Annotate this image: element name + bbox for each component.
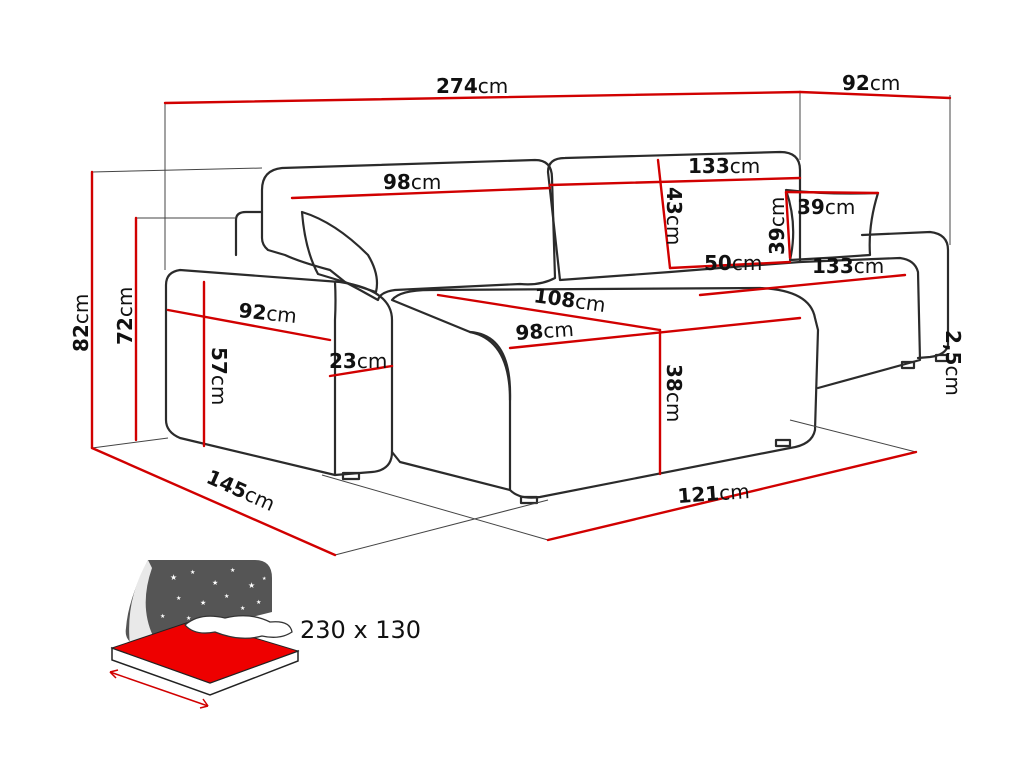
stars: ★ ★ ★ ★ ★ ★ ★ ★ ★ ★ ★ ★ ★ bbox=[160, 567, 267, 622]
chaise-base bbox=[390, 450, 512, 492]
armrest-edge bbox=[333, 280, 337, 477]
dim-line-133-back bbox=[548, 176, 802, 187]
svg-text:★: ★ bbox=[240, 605, 245, 612]
bed-size-label: 230 x 130 bbox=[300, 616, 421, 644]
label-274: 274cm bbox=[436, 74, 508, 98]
leg-2 bbox=[519, 495, 539, 505]
back-cushion-right bbox=[546, 150, 802, 282]
dim-line-23 bbox=[328, 364, 394, 378]
svg-text:★: ★ bbox=[230, 567, 235, 574]
dim-line-133-seat bbox=[698, 273, 907, 297]
svg-text:★: ★ bbox=[256, 599, 261, 606]
dim-line-50 bbox=[668, 260, 792, 270]
label-133-seat: 133cm bbox=[812, 254, 884, 278]
label-121: 121cm bbox=[677, 479, 751, 508]
label-108: 108cm bbox=[532, 283, 607, 317]
label-98-seat: 98cm bbox=[515, 317, 575, 345]
leg-1 bbox=[341, 471, 361, 481]
dimension-labels: 274cm 92cm 98cm 133cm 43cm 39cm 39cm 50c… bbox=[69, 71, 965, 516]
leg-5 bbox=[934, 353, 950, 363]
dim-line-39-v bbox=[784, 190, 792, 260]
label-98-back: 98cm bbox=[383, 170, 441, 194]
svg-text:★: ★ bbox=[224, 593, 229, 600]
label-23: 23cm bbox=[329, 349, 387, 373]
leg-3 bbox=[774, 438, 792, 448]
svg-text:★: ★ bbox=[262, 576, 267, 582]
label-38: 38cm bbox=[662, 364, 686, 422]
svg-text:★: ★ bbox=[170, 573, 177, 582]
label-39-v: 39cm bbox=[765, 197, 789, 255]
chaise-front-curve bbox=[468, 330, 512, 402]
right-armrest bbox=[860, 230, 950, 360]
label-82: 82cm bbox=[69, 294, 93, 352]
svg-text:★: ★ bbox=[186, 615, 191, 622]
label-57: 57cm bbox=[207, 347, 231, 405]
dim-line-274 bbox=[163, 90, 802, 105]
svg-text:★: ★ bbox=[190, 569, 195, 576]
label-39-h: 39cm bbox=[797, 195, 855, 219]
label-2-5: 2,5cm bbox=[941, 330, 965, 396]
svg-text:★: ★ bbox=[160, 613, 165, 620]
label-92-top: 92cm bbox=[842, 71, 900, 95]
svg-text:★: ★ bbox=[200, 599, 206, 607]
dim-line-108 bbox=[436, 293, 662, 332]
dim-line-145 bbox=[90, 446, 337, 557]
night-sky-icon bbox=[125, 560, 272, 645]
mattress bbox=[110, 619, 300, 684]
dim-line-98-back bbox=[290, 186, 552, 200]
label-72: 72cm bbox=[113, 287, 137, 345]
right-seat bbox=[798, 256, 922, 390]
dim-line-98-seat bbox=[508, 316, 802, 350]
back-cushion-left bbox=[260, 158, 557, 302]
dimension-lines bbox=[90, 90, 952, 557]
moon-icon bbox=[129, 560, 155, 645]
dim-line-43 bbox=[656, 158, 672, 270]
dim-line-92-top bbox=[798, 90, 952, 100]
dim-line-92-arm bbox=[166, 308, 332, 342]
dim-line-39-h bbox=[784, 190, 880, 195]
side-pillow bbox=[300, 210, 379, 294]
label-43: 43cm bbox=[662, 187, 686, 245]
label-145: 145cm bbox=[203, 465, 279, 516]
back-left-edge bbox=[234, 210, 264, 257]
chaise-seat bbox=[390, 286, 820, 499]
bed-width-arrow bbox=[109, 671, 209, 707]
label-50: 50cm bbox=[704, 251, 762, 275]
svg-text:★: ★ bbox=[212, 579, 218, 587]
leg-4 bbox=[900, 360, 916, 370]
bed-function-icon: ★ ★ ★ ★ ★ ★ ★ ★ ★ ★ ★ ★ ★ 230 x 130 bbox=[109, 560, 421, 709]
svg-text:★: ★ bbox=[248, 581, 255, 590]
label-133-back: 133cm bbox=[688, 154, 760, 178]
label-92-arm: 92cm bbox=[237, 298, 298, 328]
dim-line-121 bbox=[546, 450, 918, 542]
duvet bbox=[184, 615, 293, 639]
svg-text:★: ★ bbox=[176, 595, 181, 602]
